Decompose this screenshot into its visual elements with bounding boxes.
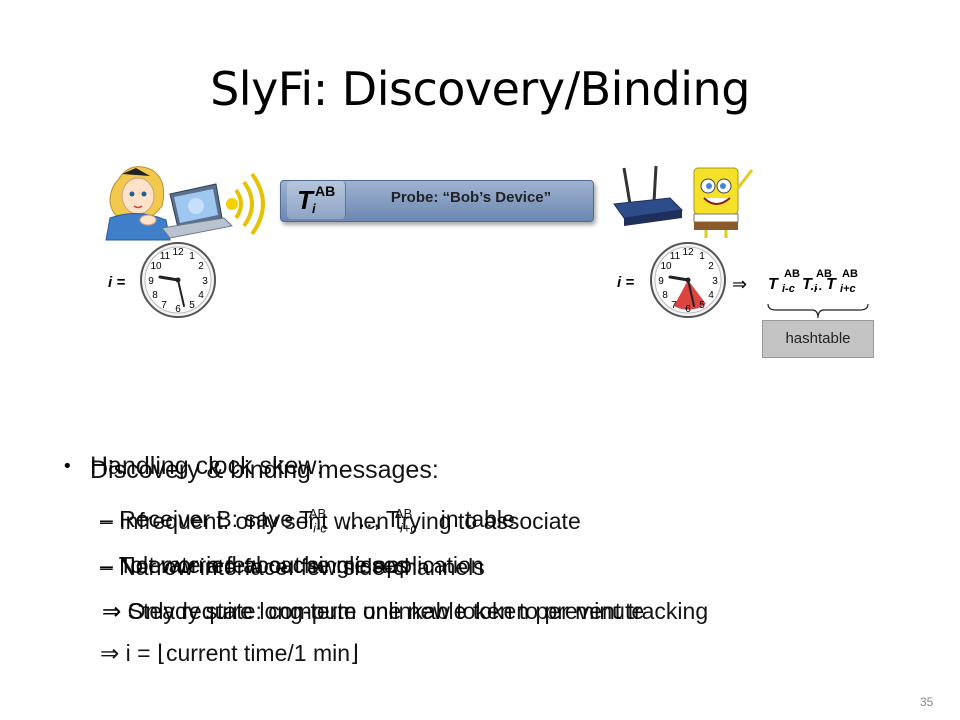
right-i-label: i = xyxy=(617,274,635,291)
clock-numeral: 12 xyxy=(682,247,694,258)
clock-numeral: 3 xyxy=(202,276,208,287)
alice-with-laptop-illustration xyxy=(105,166,265,241)
clock-numeral: 7 xyxy=(161,300,167,311)
bullet-item-receiver-save: – Receiver B: save Ti-cAB,…, Ti+cAB in t… xyxy=(100,506,515,536)
clock-numeral: 1 xyxy=(699,251,705,262)
clock-numeral: 11 xyxy=(670,251,681,262)
clock-numeral: 9 xyxy=(148,276,154,287)
bullet-item-long-term-token: ⇒ Only require long-term unlinkable toke… xyxy=(102,598,645,624)
hashtable-brace xyxy=(767,303,869,319)
token-superscript: AB xyxy=(315,183,336,199)
item-text: – Receiver B: save T xyxy=(100,506,314,532)
token-superscript: AB xyxy=(394,506,413,522)
clock-numeral: 4 xyxy=(708,290,714,301)
token-segment: T AB i xyxy=(287,181,346,219)
token-superscript: AB xyxy=(784,268,800,280)
implies-arrow: ⇒ xyxy=(732,274,748,295)
clock-numeral: 6 xyxy=(175,304,181,315)
clock-numeral: 10 xyxy=(150,261,162,272)
clock-numeral: 12 xyxy=(172,247,184,258)
clock-numeral: 11 xyxy=(160,251,171,262)
token-superscript: AB xyxy=(308,506,327,522)
clock-numeral: 10 xyxy=(660,261,672,272)
token-subscript: i xyxy=(814,283,818,295)
clock-numeral: 5 xyxy=(699,300,705,311)
bullet-item-narrow-interface: – Narrow interface: few side-channels xyxy=(100,554,485,580)
slide-number: 35 xyxy=(920,695,934,709)
token-T: T xyxy=(768,276,778,293)
left-i-label: i = xyxy=(108,274,126,291)
bullet-item-cache-misses: – Tolerate a few cache misses xyxy=(100,552,408,578)
clock-numeral: 2 xyxy=(198,261,204,272)
bullet-item-single-application: – Not worried about single application xyxy=(100,552,484,578)
token-superscript: AB xyxy=(816,268,832,280)
router-icon xyxy=(613,165,684,226)
item-text: ,…, T xyxy=(344,506,400,532)
token-subscript: i xyxy=(312,201,316,216)
hashtable-label: hashtable xyxy=(762,320,874,358)
clock-numeral: 7 xyxy=(671,300,677,311)
bob-character-icon xyxy=(693,167,754,238)
right-clock-icon: 12 1 2 3 4 5 6 7 8 9 10 11 xyxy=(650,242,726,318)
bullet-item-time-formula: ⇒ i = ⌊current time/1 min⌋ xyxy=(100,640,359,666)
token-subscript: i-c xyxy=(782,283,795,295)
clock-numeral: 8 xyxy=(152,290,158,301)
clock-numeral: 1 xyxy=(189,251,195,262)
probe-text: Probe: “Bob’s Device” xyxy=(390,189,552,206)
clock-numeral: 8 xyxy=(662,290,668,301)
token-superscript: AB xyxy=(842,268,858,280)
token-subscript: i+c xyxy=(399,520,417,536)
item-text: in table xyxy=(434,506,515,532)
clock-numeral: 3 xyxy=(712,276,718,287)
clock-numeral: 4 xyxy=(198,290,204,301)
laptop-icon xyxy=(161,183,234,239)
token-list: T AB i-c T AB i … T AB i+c xyxy=(766,268,876,302)
left-clock-icon: 12 1 2 3 4 5 6 7 8 9 10 11 xyxy=(140,242,216,318)
bullet-item-infrequent: – Infrequent: only sent when trying to a… xyxy=(100,508,581,534)
token-T: T xyxy=(802,276,812,293)
bullet-heading-discovery: Discovery & binding messages: xyxy=(90,456,439,484)
clock-numeral: 6 xyxy=(685,304,691,315)
probe-message-packet: T AB i Probe: “Bob’s Device” xyxy=(280,180,594,222)
token-T: T xyxy=(297,185,313,215)
clock-numeral: 2 xyxy=(708,261,714,272)
bullet-item-steady-state: ⇒ Steady state: compute one new token to… xyxy=(102,598,709,624)
clock-numeral: 9 xyxy=(658,276,664,287)
router-and-bob-illustration xyxy=(613,165,754,238)
token-T: T xyxy=(826,276,836,293)
token-subscript: i+c xyxy=(840,283,856,295)
token-ellipsis: … xyxy=(810,278,823,293)
bullet-heading-clock-skew: Handling clock skew: xyxy=(90,452,324,480)
bullet-dot: • xyxy=(62,456,73,477)
clock-numeral: 5 xyxy=(189,300,195,311)
token-subscript: i-c xyxy=(313,520,327,536)
wireless-signal-icon xyxy=(234,172,265,236)
slide-title: SlyFi: Discovery/Binding xyxy=(210,62,750,116)
